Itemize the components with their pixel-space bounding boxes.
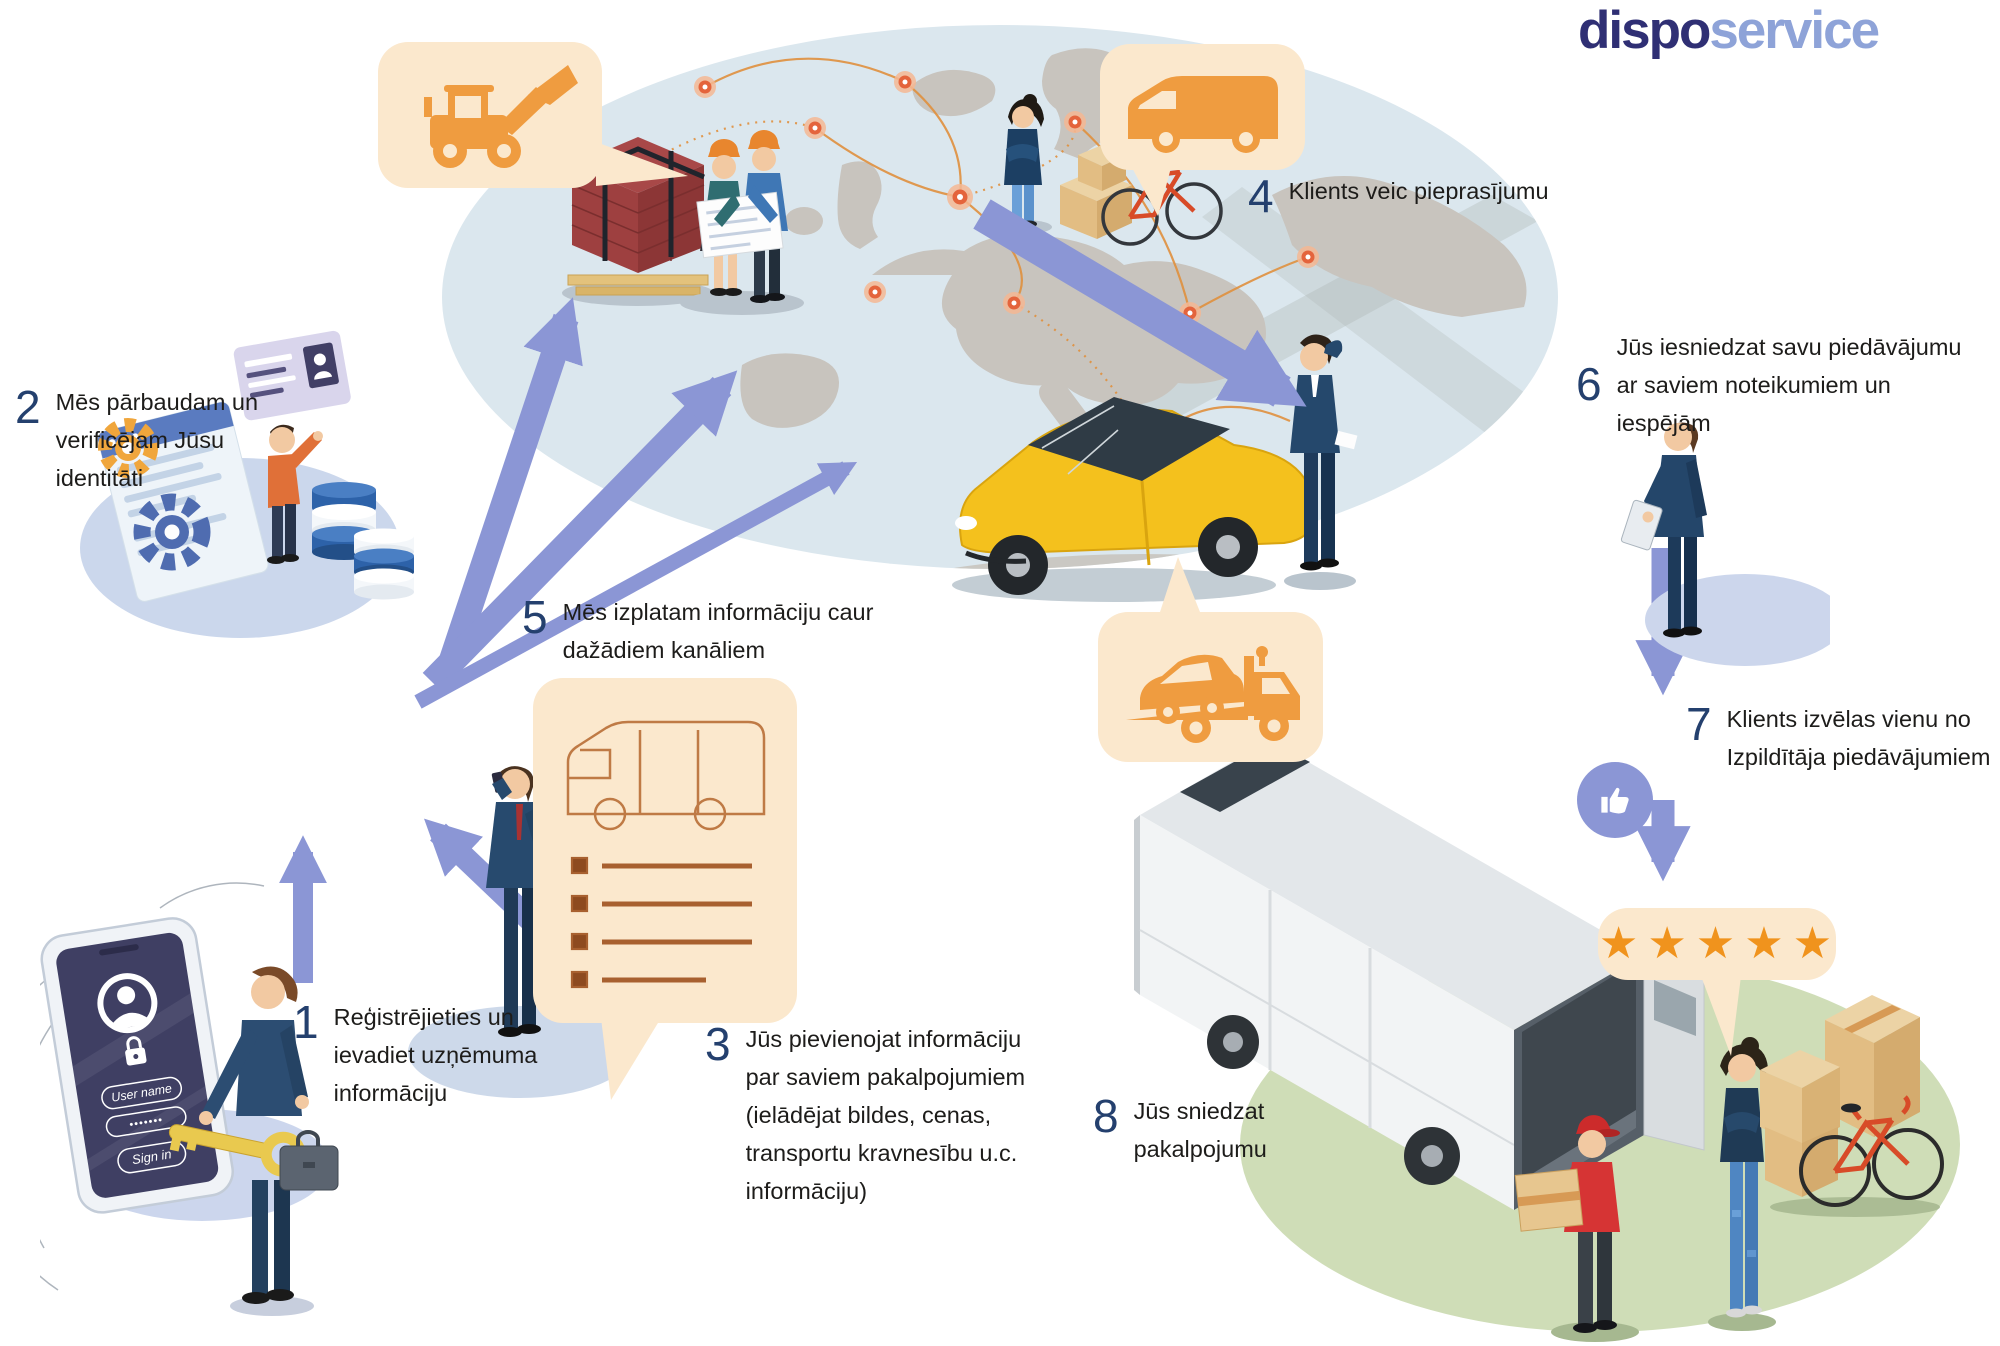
password-field: ••••••• xyxy=(129,1114,164,1131)
telehandler-bubble xyxy=(378,42,688,188)
provider-man-tablet xyxy=(1620,422,1707,638)
arrow-request-to-provider xyxy=(973,199,1307,407)
cargo-van-icon xyxy=(1127,76,1278,153)
logo-dispo: dispo xyxy=(1578,1,1711,60)
delivery-van xyxy=(1134,740,1705,1210)
step-5-number: 5 xyxy=(522,591,548,643)
registration-scene: User name ••••••• Sign in xyxy=(40,882,339,1316)
step-5: 5 Mēs izplatam informāciju caur dažādiem… xyxy=(522,593,917,669)
step-6: 6 Jūs iesniedzat savu piedāvājumu ar sav… xyxy=(1576,328,1986,442)
van-checklist-icon xyxy=(566,720,766,989)
provider-scene xyxy=(1620,422,1830,666)
red-bicycle xyxy=(1799,1095,1944,1207)
step-4: 4 Klients veic pieprasījumu xyxy=(1248,170,1728,222)
step-6-number: 6 xyxy=(1576,358,1602,410)
step-8-number: 8 xyxy=(1093,1090,1119,1142)
road-cross xyxy=(1202,187,1558,447)
step-2: 2 Mēs pārbaudam un verificējam Jūsu iden… xyxy=(15,383,280,497)
verifying-person xyxy=(267,424,323,564)
verification-scene xyxy=(80,328,414,638)
step-4-number: 4 xyxy=(1248,170,1274,222)
thumbs-up-icon xyxy=(1601,787,1629,814)
step-8-label: Jūs sniedzat pakalpojumu xyxy=(1133,1098,1267,1163)
courier xyxy=(1514,1115,1639,1342)
receiving-customer xyxy=(1708,1037,1776,1331)
logo-service: service xyxy=(1709,1,1880,60)
step-3: 3 Jūs pievienojat informāciju par saviem… xyxy=(705,1020,1050,1210)
map-parcels xyxy=(1060,145,1132,239)
car-owner-man xyxy=(1284,334,1358,590)
rating-bubble: ★★★★★ xyxy=(1598,908,1836,1056)
gear-orange-icon xyxy=(98,418,158,478)
van-bubble xyxy=(1100,44,1305,216)
five-star-rating: ★★★★★ xyxy=(1598,919,1842,968)
brand-logo: disposervice xyxy=(1578,0,1938,61)
arrow-distribute-2 xyxy=(422,370,738,692)
step-2-number: 2 xyxy=(15,381,41,433)
tractor-loader-icon xyxy=(424,65,578,168)
step-5-label: Mēs izplatam informāciju caur dažādiem k… xyxy=(562,599,874,664)
step-1: 1 Reģistrējieties un ievadiet uzņēmuma i… xyxy=(293,998,555,1112)
arrow-distribute-3 xyxy=(414,461,858,709)
step-7: 7 Klients izvēlas vienu no Izpildītāja p… xyxy=(1686,700,2000,776)
step-7-label: Klients izvēlas vienu no Izpildītāja pie… xyxy=(1726,706,1991,771)
sign-in-button: Sign in xyxy=(131,1146,173,1167)
id-card xyxy=(231,328,353,423)
arrow-distribute-1 xyxy=(439,297,583,665)
step-1-label: Reģistrējieties un ievadiet uzņēmuma inf… xyxy=(333,1004,538,1107)
construction-workers xyxy=(680,130,804,315)
services-info-bubble xyxy=(533,678,797,1100)
tow-truck-icon xyxy=(1125,646,1300,743)
gear-blue-icon xyxy=(133,493,211,571)
step-1-number: 1 xyxy=(293,996,319,1048)
step-3-number: 3 xyxy=(705,1018,731,1070)
step-3-label: Jūs pievienojat informāciju par saviem p… xyxy=(745,1026,1026,1205)
step-4-label: Klients veic pieprasījumu xyxy=(1288,178,1549,204)
parcels-and-bike xyxy=(1760,995,1944,1217)
step-2-label: Mēs pārbaudam un verificējam Jūsu identi… xyxy=(55,389,259,492)
database-stack xyxy=(312,482,414,600)
login-smartphone: User name ••••••• Sign in xyxy=(40,917,234,1214)
cardboard-boxes xyxy=(1760,995,1920,1197)
delivery-van-scene xyxy=(1134,740,1705,1342)
registering-businessman xyxy=(199,966,339,1316)
step-7-number: 7 xyxy=(1686,698,1712,750)
step-6-label: Jūs iesniedzat savu piedāvājumu ar savie… xyxy=(1616,334,1962,437)
thumbs-up-badge xyxy=(1577,762,1653,838)
step-8: 8 Jūs sniedzat pakalpojumu xyxy=(1093,1092,1308,1168)
tow-truck-bubble xyxy=(1098,557,1323,762)
yellow-car xyxy=(952,397,1316,602)
